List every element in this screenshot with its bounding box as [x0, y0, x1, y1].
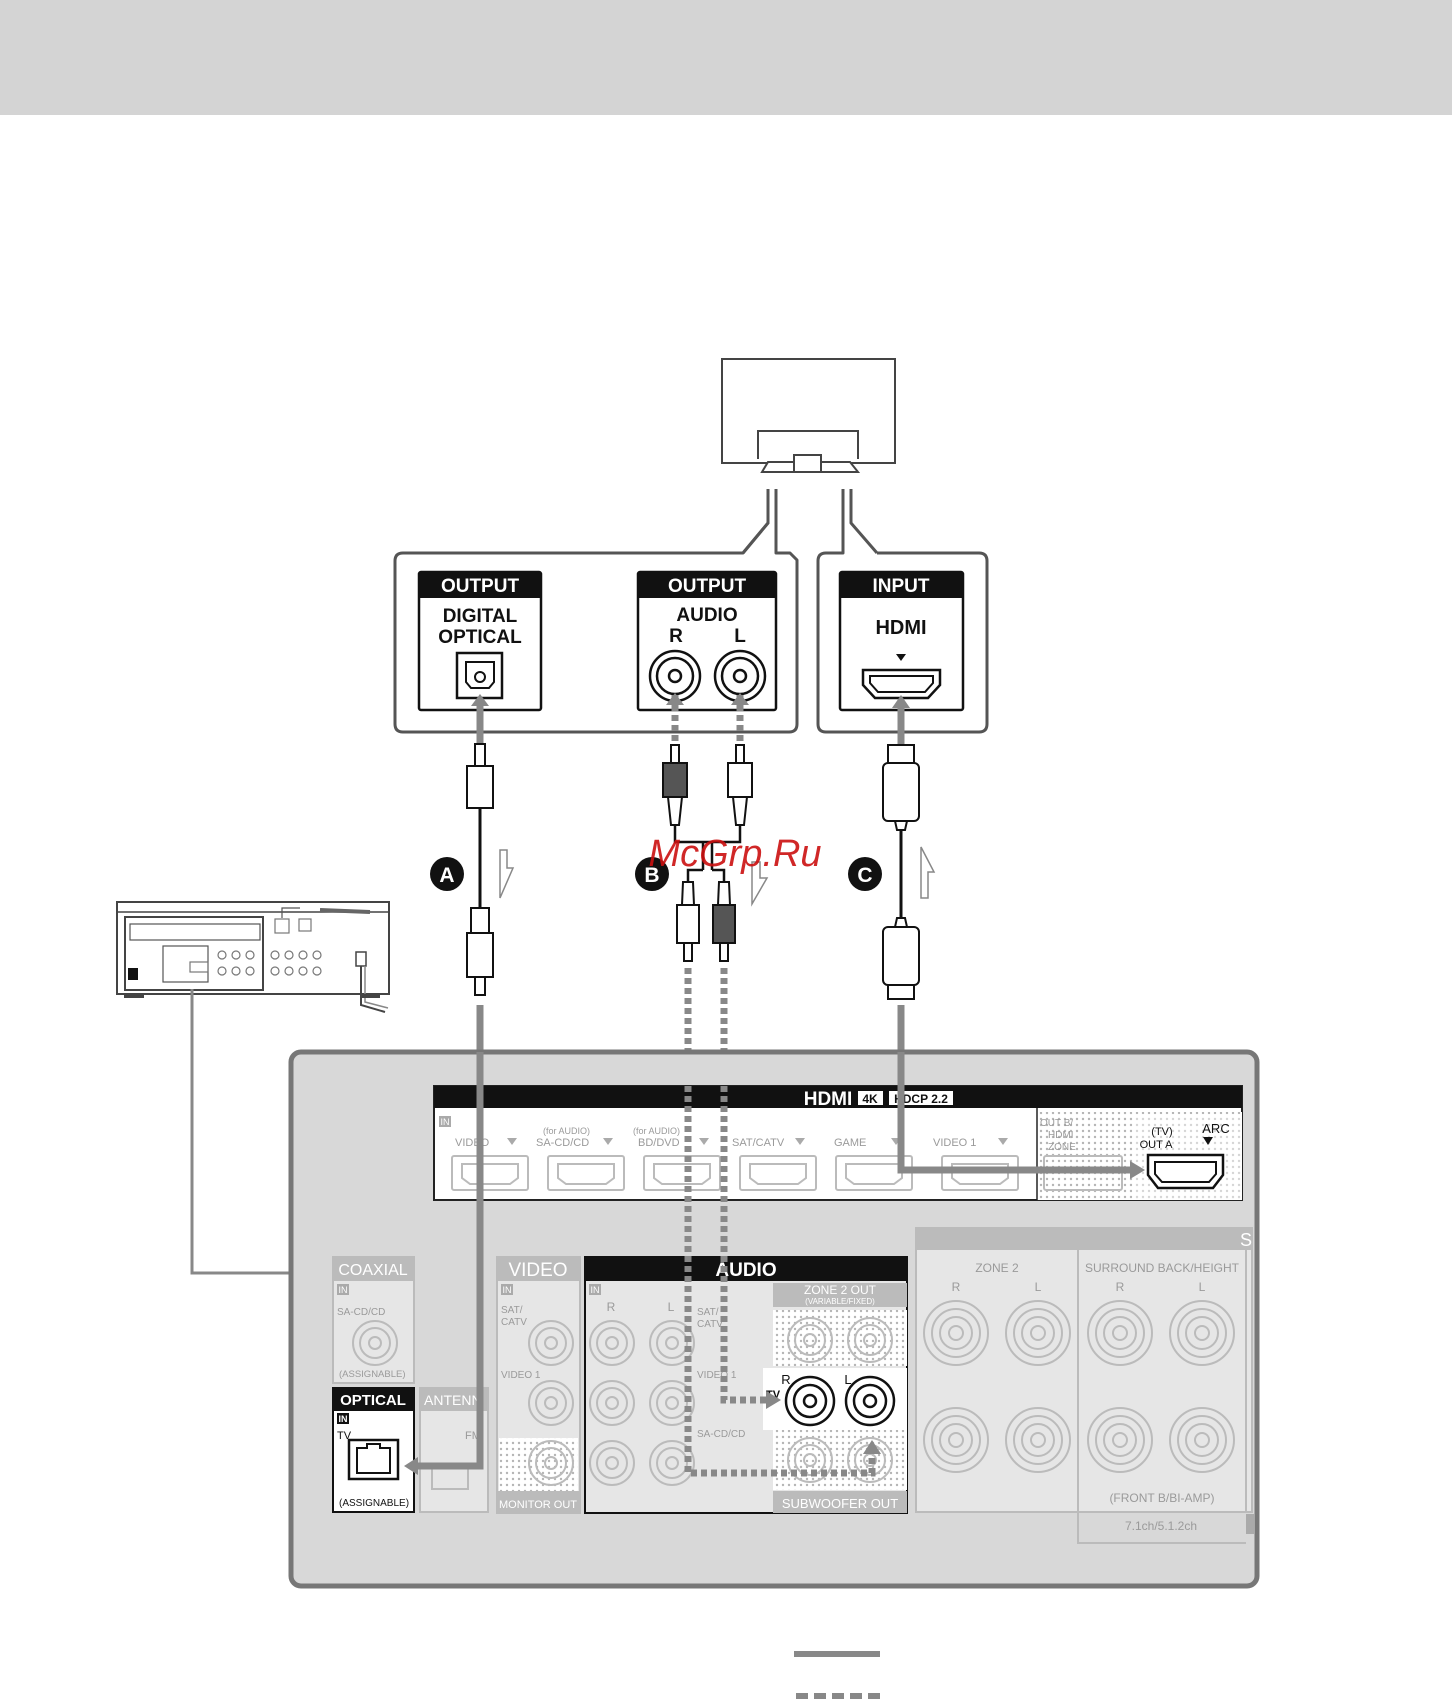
svg-text:B: B [644, 864, 659, 887]
hdmi-input-label: BD/DVD [638, 1137, 680, 1149]
subwoofer-out-label: SUBWOOFER OUT [782, 1496, 898, 1511]
audio-l-tag: L [668, 1300, 675, 1314]
coaxial-assignable: (ASSIGNABLE) [339, 1369, 406, 1380]
out-b-zone-label: ZONE [1048, 1142, 1076, 1153]
surround-back-label: SURROUND BACK/HEIGHT [1085, 1261, 1240, 1275]
cable-c-badge: C [848, 857, 882, 891]
audio-output-header: OUTPUT [668, 576, 747, 597]
video-section-label: VIDEO [508, 1260, 567, 1281]
coaxial-source-label: SA-CD/CD [337, 1307, 385, 1318]
tv-in-l-jack-icon [844, 1375, 896, 1427]
hdmi-input-label: GAME [834, 1137, 866, 1149]
badge-hdcp: HDCP 2.2 [894, 1092, 948, 1106]
zone2-l-label: L [1035, 1280, 1042, 1294]
audio-catv-label: CATV [697, 1319, 723, 1330]
tv-label: (TV) [1151, 1126, 1172, 1138]
out-a-label: OUT A [1140, 1139, 1173, 1151]
video-1-label: VIDEO 1 [501, 1370, 541, 1381]
rca-jack-r-icon [648, 649, 702, 703]
svg-text:A: A [439, 864, 454, 887]
receiver-rear-panel: HDMI 4K HDCP 2.2 IN VIDEO SA-CD/CD BD/DV… [288, 1049, 1260, 1589]
signal-arrow-b-icon [751, 861, 769, 907]
surround-r-label: R [1116, 1280, 1125, 1294]
audio-r-tag: R [607, 1300, 616, 1314]
tv-audio-output: OUTPUT AUDIO R L [636, 570, 778, 712]
antenna-label: ANTENN [424, 1392, 482, 1408]
coaxial-jack-icon [352, 1320, 398, 1366]
optical-assignable: (ASSIGNABLE) [339, 1498, 409, 1509]
receiver-illustration [116, 901, 390, 1013]
optical-output-header: OUTPUT [441, 576, 520, 597]
audio-sacd-label: SA-CD/CD [697, 1429, 745, 1440]
optical-in-tag: IN [339, 1414, 348, 1424]
hdmi-input-header: INPUT [873, 576, 930, 597]
signal-arrow-a-icon [499, 849, 515, 899]
video-sat-label: SAT/ [501, 1305, 523, 1316]
hdmi-input-label: SAT/CATV [732, 1137, 785, 1149]
hdmi-label: HDMI [875, 617, 926, 639]
channel-config-label: 7.1ch/5.1.2ch [1125, 1519, 1197, 1533]
speaker-terminals [923, 1300, 1235, 1473]
for-audio-note: (for AUDIO) [543, 1126, 590, 1136]
coaxial-in-tag: IN [339, 1285, 348, 1295]
hdmi-input-label: VIDEO 1 [933, 1137, 976, 1149]
tv-digital-optical-output: OUTPUT DIGITAL OPTICAL [417, 570, 543, 712]
optical-input-jack-icon [347, 1438, 400, 1481]
out-b-label: OUT B/ [1040, 1118, 1073, 1129]
rca-jack-l-icon [713, 649, 767, 703]
out-b-hdmi-label: HDMI [1048, 1130, 1074, 1141]
audio-l-label: L [734, 626, 746, 647]
signal-arrow-c-icon [920, 846, 936, 899]
tv-input-callout [816, 489, 989, 734]
tv-output-callout [393, 489, 799, 734]
audio-in-tag: IN [591, 1285, 600, 1295]
optical-input-label: OPTICAL [340, 1392, 406, 1409]
cable-a-badge: A [430, 857, 464, 891]
speaker-section-label: S [1240, 1230, 1252, 1250]
for-audio-note: (for AUDIO) [633, 1126, 680, 1136]
zone2-r-label: R [952, 1280, 961, 1294]
digital-label: DIGITAL [443, 606, 518, 627]
front-b-label: (FRONT B/BI-AMP) [1109, 1491, 1214, 1505]
audio-label: AUDIO [676, 605, 737, 626]
video-in-tag: IN [503, 1285, 512, 1295]
monitor-out-label: MONITOR OUT [499, 1499, 577, 1511]
header-bar [0, 0, 1452, 115]
arc-label: ARC [1202, 1121, 1229, 1136]
zone2-out-label: ZONE 2 OUT [804, 1283, 877, 1297]
badge-4k: 4K [862, 1092, 878, 1106]
hdmi-strip-title: HDMI [804, 1089, 853, 1110]
hdmi-in-tag: IN [441, 1117, 450, 1127]
hdmi-input-label: VIDEO [455, 1137, 490, 1149]
video-catv-label: CATV [501, 1317, 527, 1328]
hdmi-port-icon [861, 668, 942, 700]
tv-in-r-jack-icon [784, 1375, 836, 1427]
svg-text:C: C [857, 864, 872, 887]
zone2-label: ZONE 2 [975, 1261, 1019, 1275]
legend [794, 1651, 880, 1699]
coaxial-label: COAXIAL [338, 1262, 407, 1279]
audio-video1-label: VIDEO 1 [697, 1370, 737, 1381]
audio-section-label: AUDIO [715, 1260, 776, 1281]
watermark: McGrp.Ru [648, 833, 821, 875]
tv-icon [721, 358, 896, 473]
optical-label: OPTICAL [438, 627, 522, 648]
audio-r-label: R [669, 626, 683, 647]
tv-in-l-label: L [844, 1372, 851, 1387]
variable-fixed-label: (VARIABLE/FIXED) [805, 1297, 875, 1306]
surround-l-label: L [1199, 1280, 1206, 1294]
cable-b-badge: B [635, 857, 669, 891]
hdmi-input-label: SA-CD/CD [536, 1137, 589, 1149]
tv-in-r-label: R [781, 1372, 790, 1387]
hdmi-out-a-port-icon [1146, 1153, 1225, 1190]
tv-hdmi-input: INPUT HDMI [838, 570, 965, 712]
audio-sat-label: SAT/ [697, 1307, 719, 1318]
zoom-leader-line [190, 989, 290, 1275]
